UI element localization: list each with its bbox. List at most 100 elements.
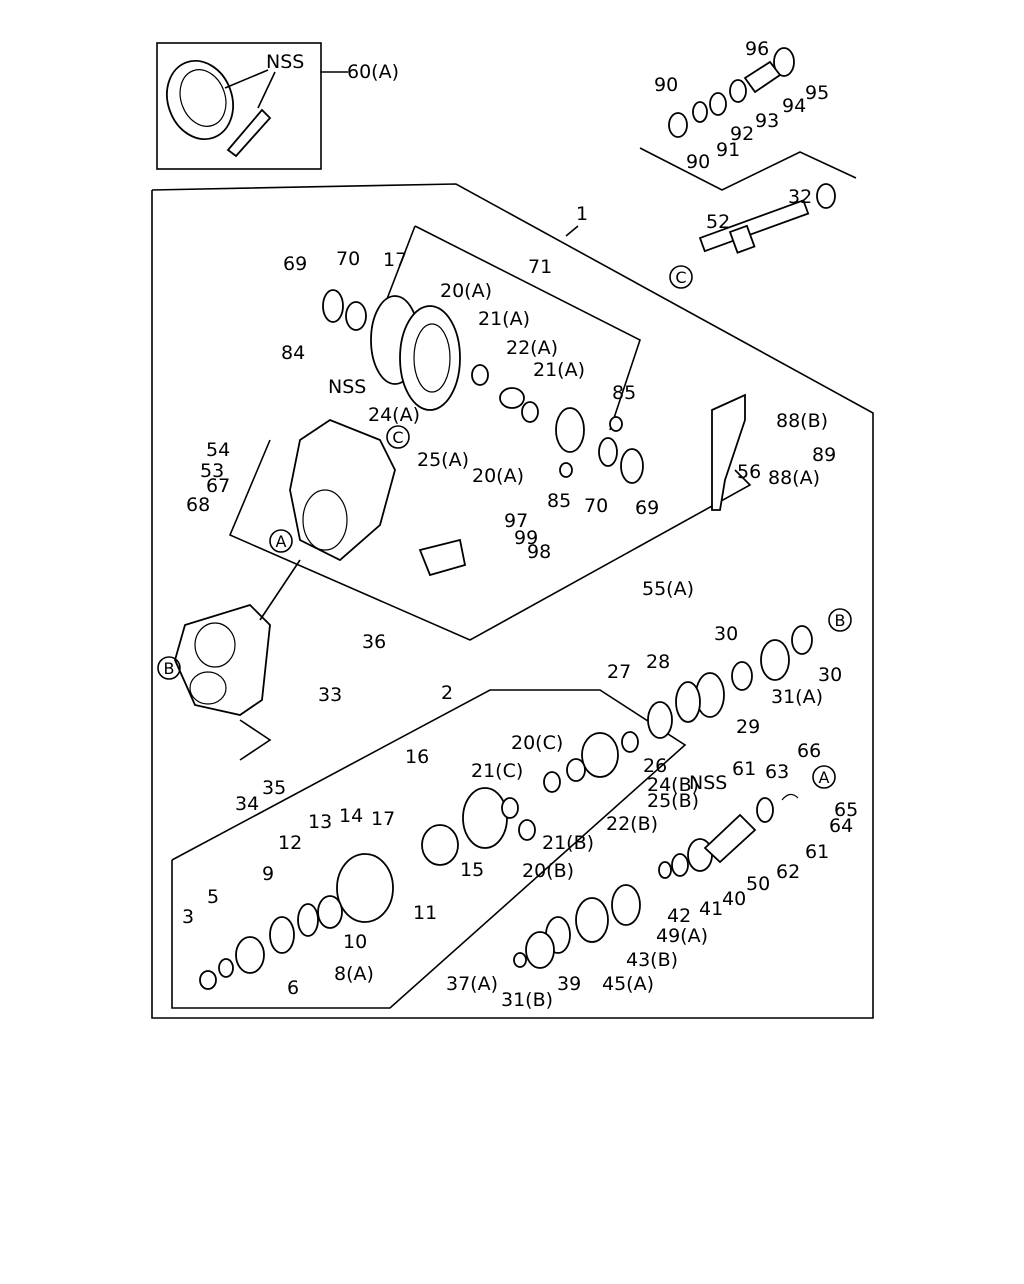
part-label: 54 bbox=[206, 439, 230, 461]
part-label: 88(B) bbox=[776, 410, 828, 432]
part-label: 22(A) bbox=[506, 337, 558, 359]
part-label: 88(A) bbox=[768, 467, 820, 489]
part-label: 32 bbox=[788, 186, 812, 208]
part-label: 16 bbox=[405, 746, 429, 768]
part-label: 21(B) bbox=[542, 832, 594, 854]
part-label: 33 bbox=[318, 684, 342, 706]
part-label: 93 bbox=[755, 110, 779, 132]
callout-letter: C bbox=[675, 268, 686, 287]
part-label: 84 bbox=[281, 342, 305, 364]
part-label: 55(A) bbox=[642, 578, 694, 600]
part-label: 30 bbox=[818, 664, 842, 686]
ring-gear-assembly bbox=[322, 289, 644, 484]
part-label: 68 bbox=[186, 494, 210, 516]
shaft-bracket bbox=[639, 47, 857, 254]
part-label: 22(B) bbox=[606, 813, 658, 835]
part-label: 34 bbox=[235, 793, 259, 815]
part-label: 69 bbox=[283, 253, 307, 275]
part-label: 26 bbox=[643, 755, 667, 777]
part-label: 31(A) bbox=[771, 686, 823, 708]
part-label: 20(C) bbox=[511, 732, 563, 754]
part-label: 35 bbox=[262, 777, 286, 799]
part-label: 21(C) bbox=[471, 760, 523, 782]
part-label: 40 bbox=[722, 888, 746, 910]
part-label: 37(A) bbox=[446, 973, 498, 995]
part-label: 21(A) bbox=[478, 308, 530, 330]
part-label: NSS bbox=[689, 772, 727, 794]
part-label: 70 bbox=[336, 248, 360, 270]
part-label: 52 bbox=[706, 211, 730, 233]
part-label: 53 bbox=[200, 460, 224, 482]
part-label: 20(B) bbox=[522, 860, 574, 882]
part-label: 12 bbox=[278, 832, 302, 854]
part-label: 30 bbox=[714, 623, 738, 645]
part-label: 97 bbox=[504, 510, 528, 532]
part-label: 56 bbox=[737, 461, 761, 483]
part-label: 25(A) bbox=[417, 449, 469, 471]
transfer-gears bbox=[543, 625, 813, 793]
part-label: 24(A) bbox=[368, 404, 420, 426]
part-label: 20(A) bbox=[472, 465, 524, 487]
callout-circle: C bbox=[669, 265, 693, 289]
part-label: 9 bbox=[262, 863, 274, 885]
part-label: NSS bbox=[328, 376, 366, 398]
part-label: 62 bbox=[776, 861, 800, 883]
part-label: 91 bbox=[716, 139, 740, 161]
part-label: 28 bbox=[646, 651, 670, 673]
part-label: 13 bbox=[308, 811, 332, 833]
part-label: 42 bbox=[667, 905, 691, 927]
part-label: 95 bbox=[805, 82, 829, 104]
part-label: 94 bbox=[782, 95, 806, 117]
part-label: 71 bbox=[528, 256, 552, 278]
part-label: 99 bbox=[514, 527, 538, 549]
housing-33 bbox=[174, 559, 301, 761]
part-label: 67 bbox=[206, 475, 230, 497]
part-label: 39 bbox=[557, 973, 581, 995]
part-label: 29 bbox=[736, 716, 760, 738]
part-label: 41 bbox=[699, 898, 723, 920]
part-label: 70 bbox=[584, 495, 608, 517]
callout-circle: B bbox=[828, 608, 852, 632]
part-label: 85 bbox=[612, 382, 636, 404]
part-label: 60(A) bbox=[347, 61, 399, 83]
callout-letter: B bbox=[164, 659, 175, 678]
part-label: 92 bbox=[730, 123, 754, 145]
part-label: 21(A) bbox=[533, 359, 585, 381]
main-frame bbox=[151, 183, 874, 1019]
part-label: 1 bbox=[576, 203, 588, 225]
part-label: 64 bbox=[829, 815, 853, 837]
part-label: 90 bbox=[654, 74, 678, 96]
part-label: 17 bbox=[371, 808, 395, 830]
part-label: 27 bbox=[607, 661, 631, 683]
part-label: 20(A) bbox=[440, 280, 492, 302]
part-label: 49(A) bbox=[656, 925, 708, 947]
part-label: 10 bbox=[343, 931, 367, 953]
part-label: 36 bbox=[362, 631, 386, 653]
section-callouts: C C A B B A bbox=[157, 265, 852, 789]
part-label: 50 bbox=[746, 873, 770, 895]
part-label: 66 bbox=[797, 740, 821, 762]
carrier-housing bbox=[289, 393, 746, 577]
callout-circle: A bbox=[812, 765, 836, 789]
callout-circle: C bbox=[386, 425, 410, 449]
part-label: 24(B) bbox=[647, 774, 699, 796]
part-label: 8(A) bbox=[334, 963, 374, 985]
part-label: 6 bbox=[287, 977, 299, 999]
callout-circle: B bbox=[157, 656, 181, 680]
part-label: 3 bbox=[182, 906, 194, 928]
callout-letter: A bbox=[819, 768, 830, 787]
part-label: 96 bbox=[745, 38, 769, 60]
part-label: 85 bbox=[547, 490, 571, 512]
group-2-bracket bbox=[171, 689, 687, 1009]
callout-circle: A bbox=[269, 529, 293, 553]
part-label: 17 bbox=[383, 249, 407, 271]
part-label: 89 bbox=[812, 444, 836, 466]
part-label: 25(B) bbox=[647, 790, 699, 812]
lower-group-parts bbox=[199, 787, 799, 990]
part-label: 2 bbox=[441, 682, 453, 704]
inset-box bbox=[156, 42, 348, 170]
callout-letter: B bbox=[835, 611, 846, 630]
